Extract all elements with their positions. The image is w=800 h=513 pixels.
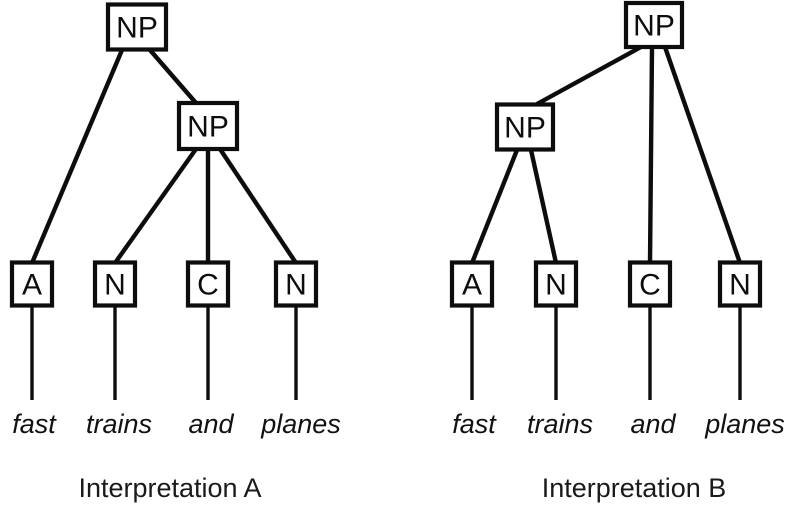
word-and: and (630, 409, 676, 439)
edge-np-to-n1 (113, 147, 198, 265)
node-leaf-conjunction[interactable]: C (627, 260, 673, 308)
node-label: NP (187, 111, 229, 144)
word-group-a: fast trains and planes (12, 409, 341, 439)
node-np-inner[interactable]: NP (176, 100, 240, 152)
stem-group-b (470, 306, 742, 400)
word-and: and (188, 409, 234, 439)
edge-root-to-np (148, 48, 198, 105)
stem-group-a (30, 306, 298, 400)
node-np-root[interactable]: NP (623, 0, 685, 50)
edge-group-a (29, 48, 298, 265)
caption-interpretation-b: Interpretation B (542, 473, 727, 503)
node-label: A (22, 269, 42, 302)
node-label: NP (633, 10, 675, 43)
caption-interpretation-a: Interpretation A (78, 473, 261, 503)
word-trains: trains (86, 409, 152, 439)
node-leaf-noun-1[interactable]: N (92, 260, 138, 308)
word-group-b: fast trains and planes (452, 409, 785, 439)
edge-np-to-n1 (528, 149, 559, 264)
node-label: C (639, 269, 661, 302)
edge-np-to-n2 (218, 147, 298, 265)
node-leaf-adjective[interactable]: A (449, 260, 495, 308)
node-label: C (197, 269, 219, 302)
word-fast: fast (12, 409, 57, 439)
word-trains: trains (527, 409, 593, 439)
node-label: NP (504, 112, 546, 145)
node-label: NP (116, 12, 158, 45)
edge-np-to-a (469, 149, 520, 264)
node-label: A (462, 269, 482, 302)
word-planes: planes (260, 409, 341, 439)
node-group-a: NP NP A N C N (9, 2, 319, 308)
edge-root-to-a (29, 49, 125, 264)
node-label: N (104, 269, 126, 302)
node-leaf-adjective[interactable]: A (9, 260, 55, 308)
node-leaf-noun-2[interactable]: N (273, 260, 319, 308)
node-leaf-conjunction[interactable]: C (185, 260, 231, 308)
node-leaf-noun-2[interactable]: N (717, 260, 763, 308)
edge-root-to-np (535, 45, 643, 106)
edge-root-to-n2 (662, 46, 743, 264)
node-leaf-noun-1[interactable]: N (533, 260, 579, 308)
node-label: N (729, 269, 751, 302)
tree-interpretation-a: NP NP A N C N fast (9, 2, 341, 503)
word-fast: fast (452, 409, 497, 439)
node-np-inner[interactable]: NP (494, 102, 556, 152)
edge-group-b (469, 45, 743, 264)
node-label: N (285, 269, 307, 302)
edge-root-to-c (647, 46, 655, 264)
tree-interpretation-b: NP NP A N C N fast (449, 0, 785, 503)
word-planes: planes (704, 409, 785, 439)
node-np-root[interactable]: NP (105, 2, 169, 52)
node-label: N (545, 269, 567, 302)
node-group-b: NP NP A N C N (449, 0, 763, 308)
